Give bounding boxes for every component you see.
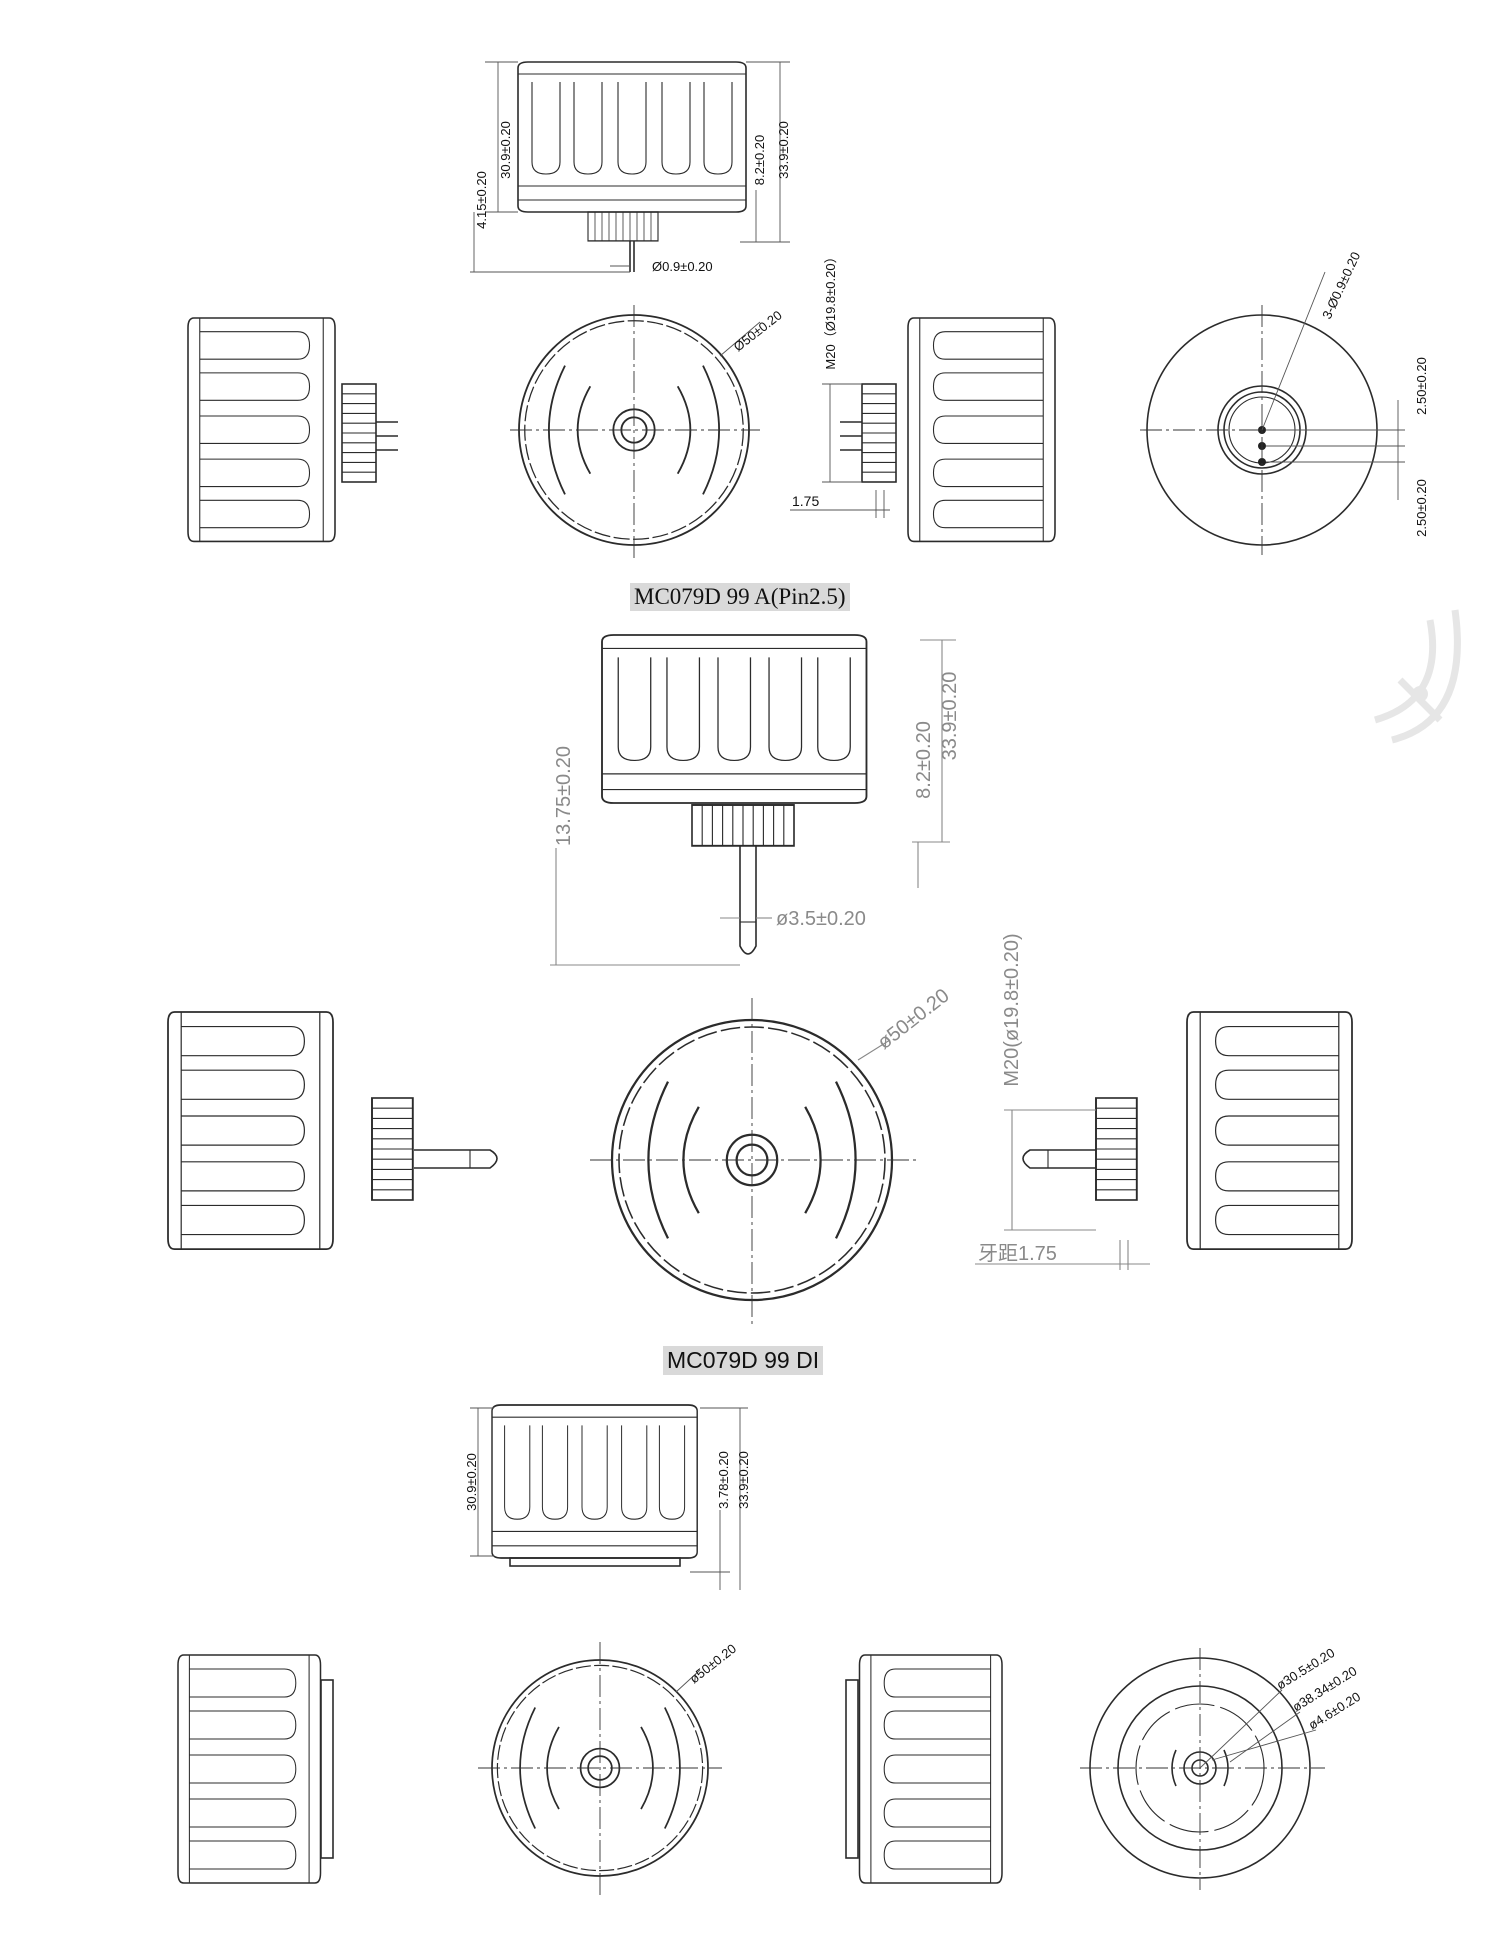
model-a-dim-pin-dia: Ø0.9±0.20 (652, 259, 713, 274)
model-a-dim-height-body: 30.9±0.20 (498, 121, 513, 179)
model-a-dim-thread-length: 8.2±0.20 (752, 135, 767, 186)
model-a-dim-pins: 3-Ø0.9±0.20 (1319, 250, 1363, 322)
model-a-right-side-view (790, 317, 1056, 543)
model-a-front-elevation (470, 61, 790, 273)
model-a-dim-pitch: 1.75 (792, 493, 819, 509)
model-di-dim-height-total: 33.9±0.20 (939, 672, 961, 761)
model-a-dim-thread: M20（Ø19.8±0.20） (823, 250, 838, 369)
model-di-right-side-view (975, 1011, 1353, 1270)
model-base-drawing: 30.9±0.20 3.78±0.20 33.9±0.20 ø50±0.20 (177, 1404, 1363, 1895)
model-base-dim-base-height: 3.78±0.20 (716, 1451, 731, 1509)
model-base-dim-outer-dia: ø50±0.20 (687, 1641, 739, 1687)
model-di-dim-pitch: 牙距1.75 (978, 1243, 1057, 1265)
model-base-face-view (478, 1642, 722, 1895)
model-base-rear-view (1080, 1648, 1325, 1890)
model-a-left-side-view (187, 317, 398, 543)
model-di-dim-thread-length: 8.2±0.20 (913, 721, 935, 799)
model-di-dim-outer-dia: ø50±0.20 (874, 985, 954, 1054)
model-a-drawing: 30.9±0.20 4.15±0.20 33.9±0.20 8.2±0.20 Ø… (187, 61, 1429, 560)
model-a-dim-pin-spacing-top: 2.50±0.20 (1414, 357, 1429, 415)
model-di-dim-plug-length: 13.75±0.20 (553, 746, 575, 846)
model-di-dim-plug-dia: ø3.5±0.20 (776, 908, 866, 930)
model-a-dim-outer-dia: Ø50±0.20 (731, 307, 785, 354)
model-base-right-side-view (845, 1654, 1003, 1884)
model-base-dim-height-body: 30.9±0.20 (464, 1453, 479, 1511)
model-base-left-side-view (177, 1654, 334, 1884)
model-a-pin-view (1140, 271, 1405, 555)
registered-mark-logo-icon (1374, 609, 1461, 744)
model-di-front-elevation (550, 634, 956, 966)
model-a-face-view (510, 305, 761, 560)
model-di-caption: MC079D 99 DI (663, 1346, 824, 1375)
model-di-left-side-view (167, 1011, 498, 1250)
model-base-dim-height-total: 33.9±0.20 (736, 1451, 751, 1509)
model-a-caption: MC079D 99 A(Pin2.5) (630, 583, 850, 611)
model-di-face-view (590, 998, 920, 1325)
model-a-dim-pin-spacing-bottom: 2.50±0.20 (1414, 479, 1429, 537)
model-di-drawing: 13.75±0.20 8.2±0.20 33.9±0.20 ø3.5±0.20 … (167, 634, 1353, 1325)
model-a-dim-pin-length: 4.15±0.20 (474, 171, 489, 229)
model-di-dim-thread: M20(ø19.8±0.20) (1001, 933, 1023, 1086)
model-a-dim-height-total: 33.9±0.20 (776, 121, 791, 179)
model-base-front-elevation (470, 1404, 748, 1590)
